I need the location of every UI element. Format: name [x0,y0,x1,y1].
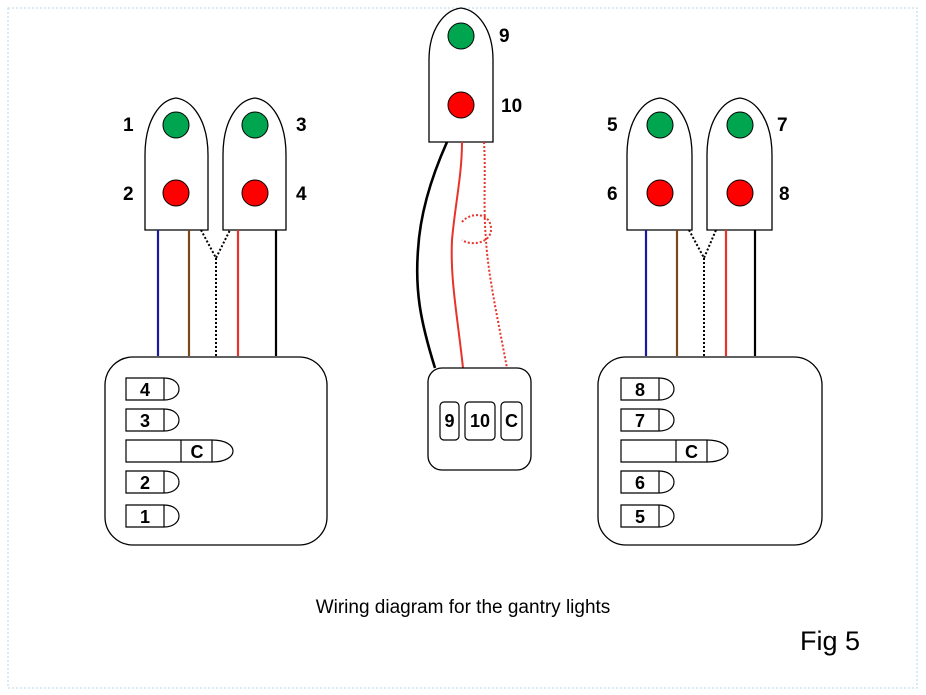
terminal-2-shape [125,470,180,494]
terminal-common-shape [125,439,234,463]
label-8: 8 [779,184,790,205]
terminal-3: 3 [140,411,150,431]
label-7: 7 [777,115,788,136]
terminal-6: 6 [635,473,645,493]
wire-black [415,141,449,369]
terminal-8: 8 [635,380,645,400]
wire-red-dotted [483,141,508,369]
terminal-5: 5 [635,507,645,527]
terminal-common-shape [620,439,729,463]
lamp-10-red [447,91,475,119]
terminal-9-shape [439,401,460,441]
lamp-4-red [241,179,269,207]
figure-caption: Wiring diagram for the gantry lights [315,597,611,618]
right-signal-head-a [626,97,693,231]
label-2: 2 [123,184,134,205]
label-10: 10 [501,96,522,117]
terminal-8-shape [620,377,675,401]
label-1: 1 [123,115,134,136]
right-signal: 5 6 7 8 8 7 C 6 5 [597,97,823,546]
lamp-5-green [646,111,674,139]
left-signal-head-a [144,97,209,231]
label-5: 5 [607,115,618,136]
terminal-10: 10 [470,411,490,431]
terminal-4-shape [125,377,180,401]
terminal-5-shape [620,504,675,528]
lamp-3-green [241,111,269,139]
label-3: 3 [296,115,307,136]
label-6: 6 [607,184,618,205]
terminal-7-shape [620,408,675,432]
right-signal-head-b [706,97,773,231]
terminal-2: 2 [140,473,150,493]
lamp-6-red [646,179,674,207]
terminal-common-shape [500,401,523,441]
lamp-7-green [726,111,754,139]
terminal-9: 9 [444,411,454,431]
terminal-4: 4 [140,380,150,400]
center-signal: 9 10 9 10 C [415,7,532,471]
terminal-common: C [685,442,698,462]
lamp-8-red [726,179,754,207]
terminal-7: 7 [635,411,645,431]
terminal-1: 1 [140,507,150,527]
label-4: 4 [296,184,307,205]
terminal-common: C [191,442,204,462]
terminal-1-shape [125,504,180,528]
lamp-1-green [162,111,190,139]
center-signal-head [428,7,494,143]
terminal-10-shape [464,401,496,441]
figure-border [7,7,918,689]
lamp-9-green [447,22,475,50]
label-9: 9 [499,26,510,47]
figure-label: Fig 5 [800,626,861,656]
terminal-common: C [505,411,518,431]
left-signal-head-b [222,97,287,231]
lamp-2-red [162,179,190,207]
wire-red [450,141,464,369]
terminal-6-shape [620,470,675,494]
left-signal: 1 2 3 4 4 3 C 2 1 [104,97,328,546]
terminal-3-shape [125,408,180,432]
